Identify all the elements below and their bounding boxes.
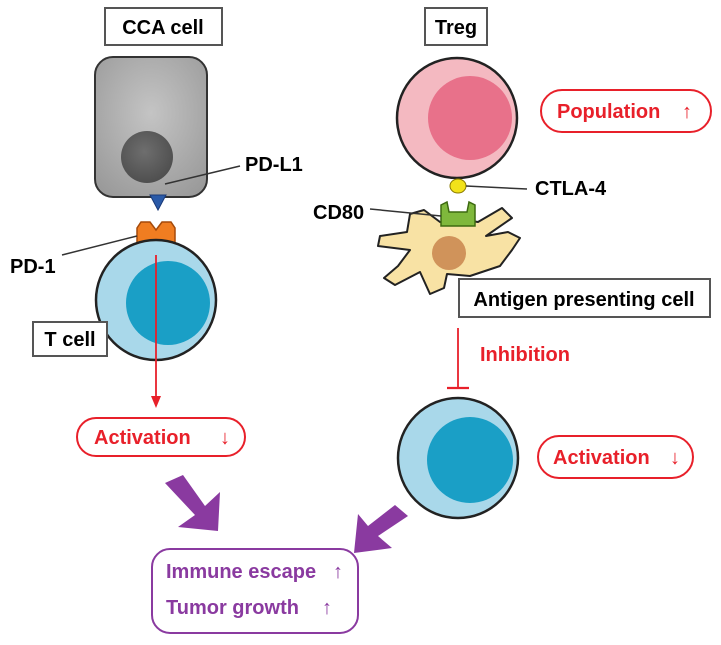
treg-label: Treg bbox=[435, 17, 477, 39]
pd-1-leader-line bbox=[61, 235, 138, 256]
pd-l1-label: PD-L1 bbox=[245, 154, 303, 176]
population-up-arrow: ↑ bbox=[682, 101, 692, 123]
cd80-label: CD80 bbox=[313, 202, 364, 224]
activation-right-label: Activation bbox=[553, 447, 650, 469]
red-arrow-head bbox=[151, 396, 161, 408]
activation-badge-left: Activation ↓ bbox=[76, 417, 246, 457]
apc-label: Antigen presenting cell bbox=[473, 289, 694, 311]
pd-l1-leader-line bbox=[164, 165, 241, 185]
t-cell-label-box: T cell bbox=[32, 321, 108, 357]
population-label: Population bbox=[557, 101, 660, 123]
apc-nucleus bbox=[432, 236, 466, 270]
outcome-box: Immune escape ↑ Tumor growth ↑ bbox=[151, 548, 359, 634]
t-cell-nucleus bbox=[126, 261, 210, 345]
immune-escape-up-arrow: ↑ bbox=[333, 561, 343, 583]
activation-badge-right: Activation ↓ bbox=[537, 435, 694, 479]
t-cell-label: T cell bbox=[44, 329, 95, 351]
activation-left-down-arrow: ↓ bbox=[220, 427, 230, 449]
purple-arrow-left bbox=[165, 475, 220, 531]
activation-left-label: Activation bbox=[94, 427, 191, 449]
t-cell-right bbox=[396, 396, 520, 520]
treg-nucleus bbox=[428, 76, 512, 160]
ctla-4-receptor bbox=[449, 178, 467, 194]
ctla-4-leader-line bbox=[465, 185, 528, 190]
tumor-growth-label: Tumor growth bbox=[166, 597, 299, 619]
purple-arrow-right bbox=[354, 505, 408, 553]
inhibition-label: Inhibition bbox=[480, 344, 570, 366]
immune-escape-label: Immune escape bbox=[166, 561, 316, 583]
apc-label-box: Antigen presenting cell bbox=[458, 278, 711, 318]
treg-label-box: Treg bbox=[424, 7, 488, 46]
t-cell-right-nucleus bbox=[427, 417, 513, 503]
antigen-presenting-cell bbox=[377, 207, 521, 295]
cca-cell bbox=[94, 56, 208, 198]
cca-cell-label: CCA cell bbox=[122, 17, 204, 39]
tumor-growth-up-arrow: ↑ bbox=[322, 597, 332, 619]
cca-cell-label-box: CCA cell bbox=[104, 7, 223, 46]
activation-right-down-arrow: ↓ bbox=[670, 447, 680, 469]
treg-cell bbox=[395, 56, 519, 180]
cd80-receptor bbox=[440, 200, 476, 227]
pd-1-label: PD-1 bbox=[10, 256, 56, 278]
cd80-leader-line bbox=[369, 208, 442, 217]
pd-l1-receptor bbox=[149, 194, 167, 212]
population-badge: Population ↑ bbox=[540, 89, 712, 133]
ctla-4-label: CTLA-4 bbox=[535, 178, 607, 200]
cca-nucleus bbox=[121, 131, 173, 183]
